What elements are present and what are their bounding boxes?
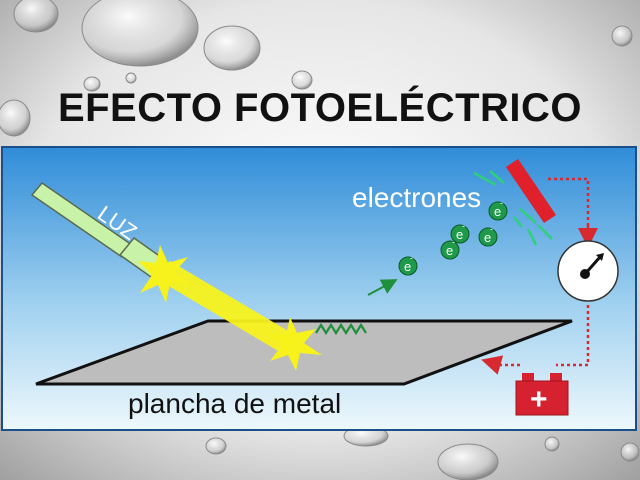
- electron-icon: e -: [450, 221, 470, 244]
- electrons-label: electrones: [352, 182, 481, 213]
- svg-text:e: e: [456, 227, 463, 242]
- svg-text:-: -: [462, 221, 465, 231]
- electron-path-arrow: [367, 279, 398, 296]
- ammeter-gauge-icon: [557, 240, 619, 302]
- photoelectric-diagram: LUZ e - e - e -: [0, 145, 640, 432]
- slide-title: EFECTO FOTOELÉCTRICO: [57, 86, 583, 130]
- electron-icon: e -: [478, 224, 498, 247]
- light-flash-burst: [138, 245, 322, 371]
- collector-plate: [506, 159, 556, 223]
- electron-icon: e -: [488, 198, 508, 221]
- svg-text:e: e: [404, 259, 411, 274]
- svg-text:-: -: [500, 198, 503, 208]
- electron-icon: e -: [398, 253, 418, 276]
- metal-plate-label: plancha de metal: [128, 388, 341, 419]
- svg-text:-: -: [410, 253, 413, 263]
- svg-text:-: -: [452, 237, 455, 247]
- photon-wave-icon: [315, 322, 367, 336]
- svg-text:e: e: [494, 204, 501, 219]
- emission-streaks: [473, 170, 553, 246]
- battery-icon: +: [515, 373, 569, 416]
- electron-icon: e -: [440, 237, 460, 260]
- svg-text:-: -: [490, 224, 493, 234]
- svg-text:+: +: [530, 383, 548, 416]
- svg-text:e: e: [446, 243, 453, 258]
- svg-text:e: e: [484, 230, 491, 245]
